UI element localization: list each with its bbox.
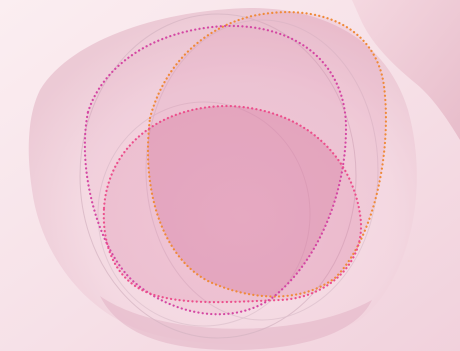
illustration-stage bbox=[0, 0, 460, 351]
breast-zones-illustration bbox=[0, 0, 460, 351]
